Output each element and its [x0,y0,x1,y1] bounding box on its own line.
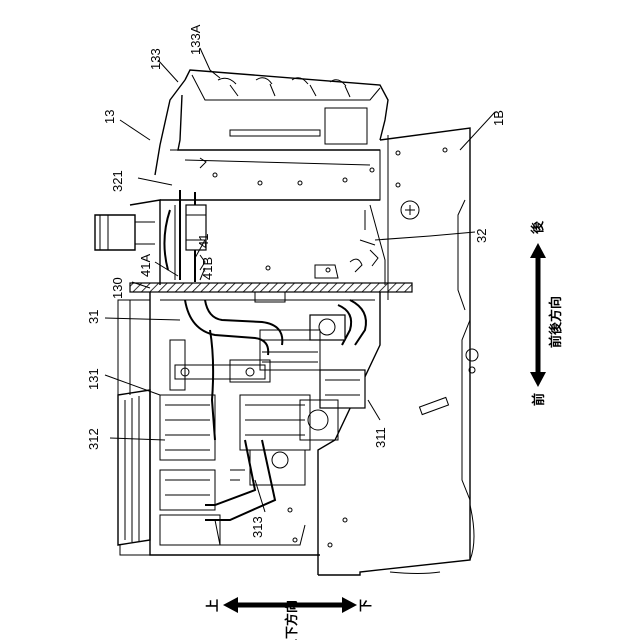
label-312: 312 [86,428,101,450]
label-130: 130 [110,277,125,299]
label-133: 133 [148,48,163,70]
body-panel-1B [318,128,478,575]
label-front: 前 [531,393,547,406]
label-32: 32 [474,229,489,243]
label-up-down-direction: 上下方向 [284,600,300,640]
up-down-arrow: 上 下 上下方向 [206,597,374,640]
top-cover-133 [155,70,388,200]
label-13: 13 [102,110,117,124]
label-133A: 133A [188,24,203,55]
label-1B: 1B [491,110,506,126]
label-311: 311 [373,427,388,448]
label-down: 下 [359,599,374,612]
label-313: 313 [250,516,265,538]
label-41B: 41B [200,257,215,280]
label-131: 131 [86,368,101,390]
label-41A: 41A [138,254,153,277]
label-41: 41 [196,234,211,248]
label-front-rear-direction: 前後方向 [548,296,564,348]
leader-lines [105,48,495,512]
engine-compartment [118,292,380,575]
label-31: 31 [86,310,101,324]
callout-labels: 13 133 133A 1B 321 32 41 41A 41B 130 31 … [86,24,506,538]
partition-130 [130,283,412,292]
label-rear: 後 [530,220,546,234]
label-321: 321 [110,170,125,192]
label-up: 上 [206,599,221,612]
front-rear-arrow: 後 前 前後方向 [530,220,564,406]
